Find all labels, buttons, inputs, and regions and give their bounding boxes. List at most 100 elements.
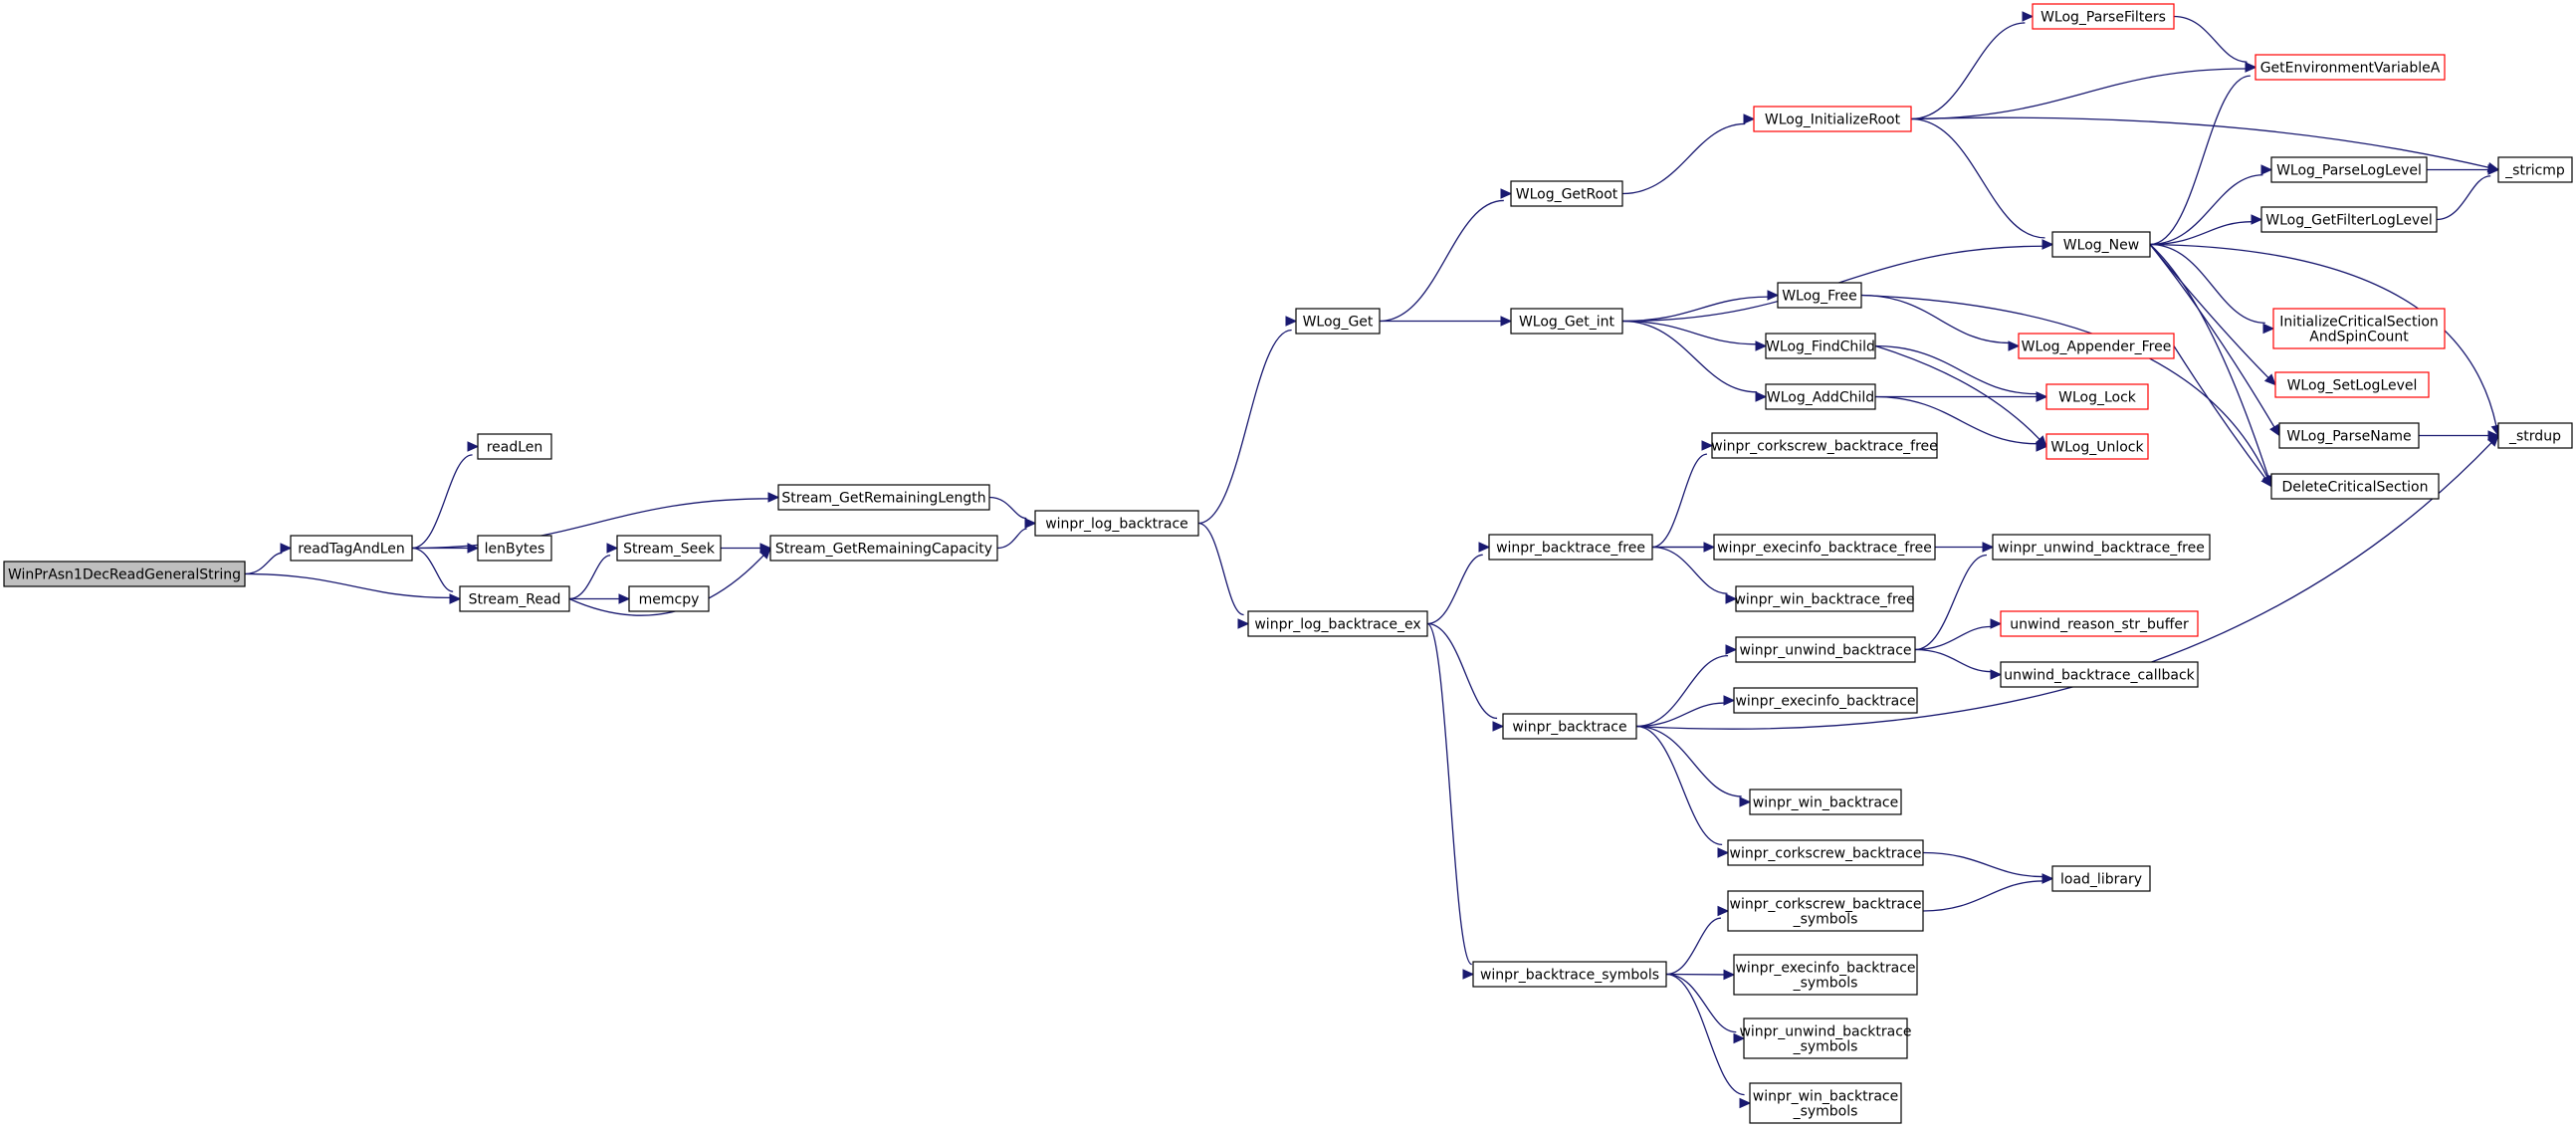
function-node[interactable]: winpr_unwind_backtrace_symbols bbox=[1739, 1017, 1912, 1059]
node-box[interactable] bbox=[1034, 510, 1199, 537]
node-box[interactable] bbox=[1765, 383, 1876, 410]
node-box[interactable] bbox=[2270, 473, 2440, 500]
node-box[interactable] bbox=[2000, 610, 2199, 637]
function-node[interactable]: memcpy bbox=[628, 585, 710, 612]
node-box[interactable] bbox=[1735, 585, 1914, 612]
function-node[interactable]: winpr_corkscrew_backtrace_symbols bbox=[1727, 890, 1924, 932]
node-box[interactable] bbox=[2497, 422, 2573, 449]
node-box[interactable] bbox=[1753, 106, 1912, 132]
function-node[interactable]: WLog_ParseFilters bbox=[2032, 3, 2175, 30]
function-node[interactable]: Stream_Seek bbox=[616, 535, 722, 562]
node-box[interactable] bbox=[1713, 534, 1936, 561]
node-box[interactable] bbox=[1733, 954, 1918, 996]
function-node[interactable]: winpr_log_backtrace_ex bbox=[1247, 610, 1428, 637]
function-node[interactable]: unwind_reason_str_buffer bbox=[2000, 610, 2199, 637]
function-node[interactable]: WLog_ParseName bbox=[2278, 422, 2420, 449]
node-box[interactable] bbox=[1727, 890, 1924, 932]
node-box[interactable] bbox=[2018, 333, 2175, 359]
function-node[interactable]: WLog_GetFilterLogLevel bbox=[2260, 206, 2438, 233]
function-node[interactable]: winpr_win_backtrace bbox=[1749, 789, 1902, 815]
function-node[interactable]: winpr_execinfo_backtrace bbox=[1733, 687, 1918, 714]
node-box[interactable] bbox=[777, 484, 990, 511]
function-node[interactable]: winpr_win_backtrace_free bbox=[1734, 585, 1915, 612]
function-node[interactable]: Stream_GetRemainingCapacity bbox=[769, 535, 998, 562]
node-box[interactable] bbox=[477, 535, 552, 562]
node-box[interactable] bbox=[1472, 961, 1667, 988]
function-node[interactable]: winpr_backtrace bbox=[1502, 713, 1637, 740]
function-node[interactable]: DeleteCriticalSection bbox=[2270, 473, 2440, 500]
node-box[interactable] bbox=[1733, 687, 1918, 714]
function-node[interactable]: WLog_Free bbox=[1777, 282, 1862, 309]
node-box[interactable] bbox=[616, 535, 722, 562]
function-node[interactable]: _stricmp bbox=[2497, 156, 2573, 183]
function-node[interactable]: WLog_Unlock bbox=[2045, 433, 2149, 460]
node-box[interactable] bbox=[1743, 1017, 1908, 1059]
function-node[interactable]: winpr_log_backtrace bbox=[1034, 510, 1199, 537]
node-box[interactable] bbox=[769, 535, 998, 562]
root-node-box[interactable] bbox=[3, 561, 246, 587]
function-node[interactable]: WLog_Get bbox=[1295, 308, 1381, 335]
function-node[interactable]: WLog_FindChild bbox=[1765, 333, 1876, 359]
node-box[interactable] bbox=[2032, 3, 2175, 30]
node-box[interactable] bbox=[290, 535, 413, 562]
function-node[interactable]: WLog_AddChild bbox=[1765, 383, 1876, 410]
node-box[interactable] bbox=[2497, 156, 2573, 183]
function-node[interactable]: lenBytes bbox=[477, 535, 552, 562]
function-node[interactable]: winpr_execinfo_backtrace_symbols bbox=[1733, 954, 1918, 996]
node-box[interactable] bbox=[1765, 333, 1876, 359]
node-box[interactable] bbox=[1711, 432, 1938, 459]
function-node[interactable]: WLog_GetRoot bbox=[1510, 180, 1623, 207]
function-node[interactable]: GetEnvironmentVariableA bbox=[2254, 54, 2446, 81]
function-node[interactable]: winpr_unwind_backtrace bbox=[1735, 636, 1916, 663]
node-box[interactable] bbox=[459, 585, 570, 612]
node-box[interactable] bbox=[2051, 865, 2151, 892]
node-box[interactable] bbox=[2000, 661, 2199, 688]
node-box[interactable] bbox=[2270, 156, 2428, 183]
node-box[interactable] bbox=[2045, 383, 2149, 410]
function-node[interactable]: WLog_New bbox=[2051, 231, 2151, 258]
function-node[interactable]: WLog_ParseLogLevel bbox=[2270, 156, 2428, 183]
function-node[interactable]: WLog_InitializeRoot bbox=[1753, 106, 1912, 132]
function-node[interactable]: winpr_corkscrew_backtrace_free bbox=[1711, 432, 1938, 459]
function-node[interactable]: winpr_unwind_backtrace_free bbox=[1992, 534, 2211, 561]
node-box[interactable] bbox=[1749, 789, 1902, 815]
node-box[interactable] bbox=[1777, 282, 1862, 309]
node-box[interactable] bbox=[1727, 839, 1924, 866]
node-box[interactable] bbox=[1992, 534, 2211, 561]
node-box[interactable] bbox=[2254, 54, 2446, 81]
function-node[interactable]: unwind_backtrace_callback bbox=[2000, 661, 2199, 688]
node-box[interactable] bbox=[1247, 610, 1428, 637]
node-box[interactable] bbox=[1735, 636, 1916, 663]
function-node[interactable]: readTagAndLen bbox=[290, 535, 413, 562]
function-node[interactable]: load_library bbox=[2051, 865, 2151, 892]
function-node[interactable]: Stream_GetRemainingLength bbox=[777, 484, 990, 511]
function-node[interactable]: _strdup bbox=[2497, 422, 2573, 449]
node-box[interactable] bbox=[628, 585, 710, 612]
node-box[interactable] bbox=[1749, 1082, 1902, 1124]
function-node[interactable]: readLen bbox=[477, 433, 552, 460]
function-node[interactable]: WLog_Get_int bbox=[1510, 308, 1623, 335]
node-box[interactable] bbox=[2051, 231, 2151, 258]
function-node[interactable]: winpr_backtrace_free bbox=[1488, 534, 1653, 561]
function-node[interactable]: winpr_win_backtrace_symbols bbox=[1749, 1082, 1902, 1124]
node-box[interactable] bbox=[2272, 308, 2446, 349]
function-node[interactable]: Stream_Read bbox=[459, 585, 570, 612]
node-box[interactable] bbox=[2278, 422, 2420, 449]
function-node[interactable]: winpr_backtrace_symbols bbox=[1472, 961, 1667, 988]
function-node[interactable]: winpr_execinfo_backtrace_free bbox=[1713, 534, 1936, 561]
node-box[interactable] bbox=[1488, 534, 1653, 561]
function-node[interactable]: winpr_corkscrew_backtrace bbox=[1727, 839, 1924, 866]
node-box[interactable] bbox=[2045, 433, 2149, 460]
node-box[interactable] bbox=[2260, 206, 2438, 233]
node-box[interactable] bbox=[1510, 180, 1623, 207]
function-node[interactable]: WLog_Appender_Free bbox=[2018, 333, 2175, 359]
node-box[interactable] bbox=[1295, 308, 1381, 335]
function-node[interactable]: WinPrAsn1DecReadGeneralString bbox=[3, 561, 246, 587]
node-box[interactable] bbox=[477, 433, 552, 460]
function-node[interactable]: WLog_Lock bbox=[2045, 383, 2149, 410]
node-box[interactable] bbox=[2274, 371, 2430, 398]
node-box[interactable] bbox=[1502, 713, 1637, 740]
node-box[interactable] bbox=[1510, 308, 1623, 335]
function-node[interactable]: WLog_SetLogLevel bbox=[2274, 371, 2430, 398]
